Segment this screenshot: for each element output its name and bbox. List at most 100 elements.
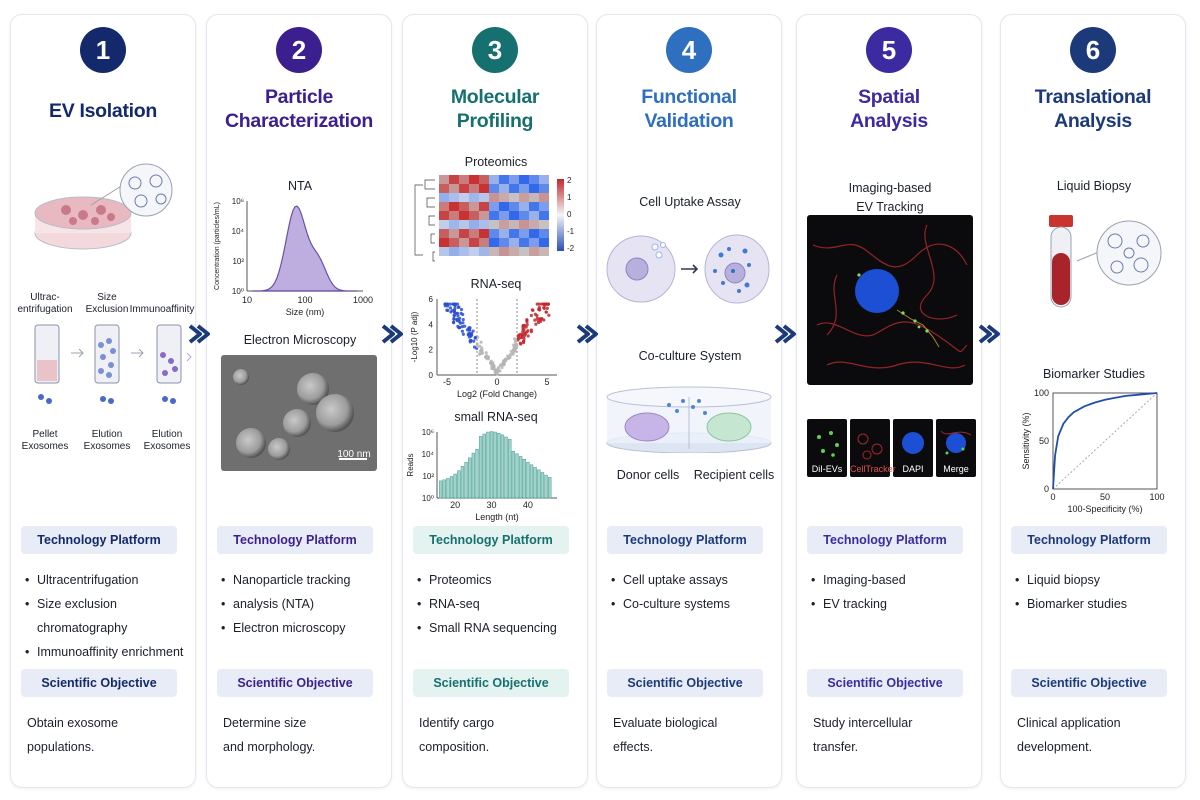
heatmap-cell [499, 211, 509, 220]
heatmap-cell [459, 220, 469, 229]
gene-point [452, 314, 456, 318]
fluorescence-micrograph [807, 215, 973, 385]
heatmap-cell [489, 193, 499, 202]
heatmap-cell [519, 193, 529, 202]
proteomics-label: Proteomics [464, 155, 528, 169]
gene-point [460, 329, 464, 333]
gene-point [456, 324, 460, 328]
heatmap-cell [509, 211, 519, 220]
dendrogram-branch [432, 251, 435, 262]
coculture-illustration [606, 386, 772, 453]
heatmap-cell [499, 238, 509, 247]
scientific-objective-label: Scientific Objective [413, 669, 569, 697]
dendrogram-branch [414, 184, 423, 256]
heatmap-cell [459, 229, 469, 238]
gene-point [470, 333, 474, 337]
list-item: Liquid biopsy [1015, 568, 1179, 592]
y-axis-label: -Log10 (P adj) [410, 311, 419, 362]
heatmap-cell [449, 229, 459, 238]
heatmap-cell [519, 175, 529, 184]
flow-arrow-icon [188, 324, 210, 344]
colorbar [557, 179, 564, 251]
length-bar [544, 474, 548, 499]
gene-point [494, 371, 498, 375]
gene-point [499, 363, 504, 367]
heatmap-cell [439, 211, 449, 220]
heatmap-cell [489, 220, 499, 229]
step-card-ev-isolation: 1 EV Isolation Ultrac-entrifugation Size… [10, 14, 196, 788]
length-bar [446, 478, 450, 499]
heatmap-cell [529, 229, 539, 238]
heatmap-cell [489, 229, 499, 238]
heatmap-cell [529, 238, 539, 247]
nta-label: NTA [287, 179, 313, 193]
colorbar-tick-label: 2 [567, 176, 572, 185]
gene-point [533, 318, 537, 322]
step-number-badge: 5 [866, 27, 912, 73]
length-bar [464, 461, 468, 499]
step-number-badge: 3 [472, 27, 518, 73]
y-tick-label: 10² [422, 472, 434, 481]
heatmap-cell [459, 238, 469, 247]
length-bar [508, 438, 512, 499]
list-item: Nanoparticle tracking [221, 568, 385, 592]
channel-label-dapi: DAPI [902, 464, 924, 474]
heatmap-cell [499, 193, 509, 202]
gene-point [484, 351, 488, 355]
heatmap-cell [499, 175, 509, 184]
gene-point [535, 316, 539, 320]
heatmap-cell [539, 193, 549, 202]
heatmap-cell [509, 193, 519, 202]
x-axis-label: 100-Specificity (%) [1067, 504, 1142, 514]
length-bar [438, 480, 443, 499]
dendrogram-branch [426, 197, 435, 208]
length-bar [493, 431, 497, 499]
list-item: Proteomics [417, 568, 581, 592]
list-item: Biomarker studies [1015, 592, 1179, 616]
x-tick-label: 100 [297, 295, 312, 305]
gene-point [460, 325, 465, 329]
gene-point [537, 302, 541, 306]
list-item: RNA-seq [417, 592, 581, 616]
heatmap-cell [529, 193, 539, 202]
gene-point [500, 365, 504, 370]
heatmap-cell [489, 175, 499, 184]
gene-point [457, 319, 462, 324]
heatmap-cell [509, 220, 519, 229]
x-tick-label: 0 [494, 377, 499, 387]
heatmap-cell [439, 238, 449, 247]
gene-point [472, 345, 477, 349]
heatmap-cell [529, 202, 539, 211]
gene-point [479, 351, 484, 356]
length-bar [518, 456, 523, 499]
heatmap-cell [449, 202, 459, 211]
colorbar-tick-label: 1 [567, 193, 572, 202]
scale-bar-label: 100 nm [337, 449, 371, 460]
heatmap-cell [439, 202, 449, 211]
donor-cells-label: Donor cells [616, 468, 680, 482]
recipient-cells-label: Recipient cells [693, 468, 775, 482]
heatmap-cell [509, 247, 519, 256]
x-axis-label: Length (nt) [475, 512, 519, 522]
gene-point [522, 323, 526, 328]
heatmap-cell [449, 193, 459, 202]
length-bar [475, 449, 479, 499]
heatmap-cell [499, 247, 509, 256]
x-axis-label: Log2 (Fold Change) [457, 389, 537, 399]
heatmap-cell [469, 211, 479, 220]
gene-point [457, 305, 461, 309]
gene-point [517, 333, 521, 337]
gene-point [508, 354, 512, 358]
length-bar [468, 457, 472, 499]
length-bar [522, 459, 526, 499]
gene-point [452, 317, 456, 321]
